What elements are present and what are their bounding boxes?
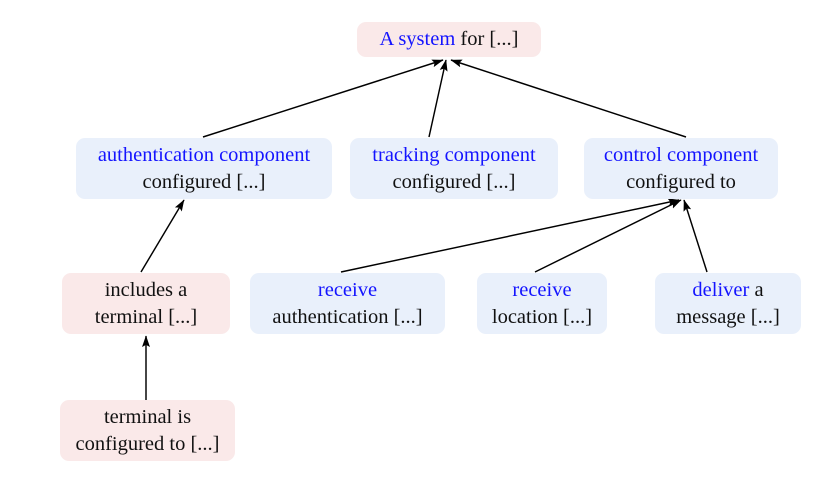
- node-control-component-line-1: control component: [604, 142, 758, 169]
- node-receive-location-rest-2: location [...]: [491, 305, 593, 328]
- node-terminal-configured-line-1: terminal is: [104, 404, 191, 431]
- node-tracking-component-line-2: configured [...]: [393, 169, 516, 196]
- node-receive-authentication-keyword-1: receive: [317, 278, 378, 301]
- edge-deliver-to-control: [683, 199, 708, 273]
- node-tracking-component-keyword-1: tracking component: [372, 143, 536, 166]
- node-terminal-configured-rest-2: configured to [...]: [75, 432, 220, 455]
- node-root-keyword-1: A system: [379, 28, 456, 51]
- node-auth-component-keyword-1: authentication component: [97, 143, 311, 166]
- node-deliver-message-line-1: deliver a: [692, 277, 763, 304]
- edge-includes-to-auth: [140, 199, 185, 273]
- node-deliver-message-keyword-1: deliver: [692, 278, 750, 301]
- node-receive-authentication-line-1: receive: [318, 277, 377, 304]
- node-includes-terminal-line-1: includes a: [105, 277, 188, 304]
- node-tracking-component-rest-2: configured [...]: [392, 170, 516, 193]
- edge-receive-auth-to-control: [340, 198, 680, 273]
- node-terminal-configured-line-2: configured to [...]: [75, 431, 219, 458]
- node-receive-location-keyword-1: receive: [512, 278, 572, 301]
- node-root[interactable]: A system for [...]: [357, 22, 541, 57]
- node-receive-location-line-1: receive: [512, 277, 571, 304]
- node-control-component-line-2: configured to: [626, 169, 736, 196]
- edge-auth-to-root: [202, 59, 444, 138]
- node-receive-authentication-line-2: authentication [...]: [272, 304, 422, 331]
- node-root-rest-1: for [...]: [455, 28, 519, 51]
- edge-receive-loc-to-control: [534, 199, 682, 273]
- node-auth-component-line-2: configured [...]: [143, 169, 266, 196]
- node-includes-terminal[interactable]: includes a terminal [...]: [62, 273, 230, 334]
- node-auth-component[interactable]: authentication component configured [...…: [76, 138, 332, 199]
- node-includes-terminal-line-2: terminal [...]: [95, 304, 197, 331]
- node-includes-terminal-rest-1: includes a: [104, 278, 188, 301]
- node-receive-location[interactable]: receive location [...]: [477, 273, 607, 334]
- node-tracking-component[interactable]: tracking component configured [...]: [350, 138, 558, 199]
- node-terminal-configured[interactable]: terminal is configured to [...]: [60, 400, 235, 461]
- node-auth-component-rest-2: configured [...]: [142, 170, 266, 193]
- edge-control-to-root: [450, 59, 687, 138]
- node-control-component-keyword-1: control component: [603, 143, 759, 166]
- node-receive-location-line-2: location [...]: [492, 304, 592, 331]
- node-deliver-message-rest-1: a: [749, 278, 764, 301]
- node-tracking-component-line-1: tracking component: [372, 142, 535, 169]
- node-includes-terminal-rest-2: terminal [...]: [94, 305, 198, 328]
- node-root-line-1: A system for [...]: [380, 26, 519, 53]
- node-control-component[interactable]: control component configured to: [584, 138, 778, 199]
- node-control-component-rest-2: configured to: [626, 170, 736, 193]
- node-receive-authentication[interactable]: receive authentication [...]: [250, 273, 445, 334]
- node-deliver-message-rest-2: message [...]: [676, 305, 780, 328]
- node-deliver-message[interactable]: deliver a message [...]: [655, 273, 801, 334]
- node-receive-authentication-rest-2: authentication [...]: [272, 305, 423, 328]
- node-deliver-message-line-2: message [...]: [676, 304, 780, 331]
- edge-tracking-to-root: [428, 59, 448, 138]
- node-auth-component-line-1: authentication component: [98, 142, 310, 169]
- node-terminal-configured-rest-1: terminal is: [103, 405, 192, 428]
